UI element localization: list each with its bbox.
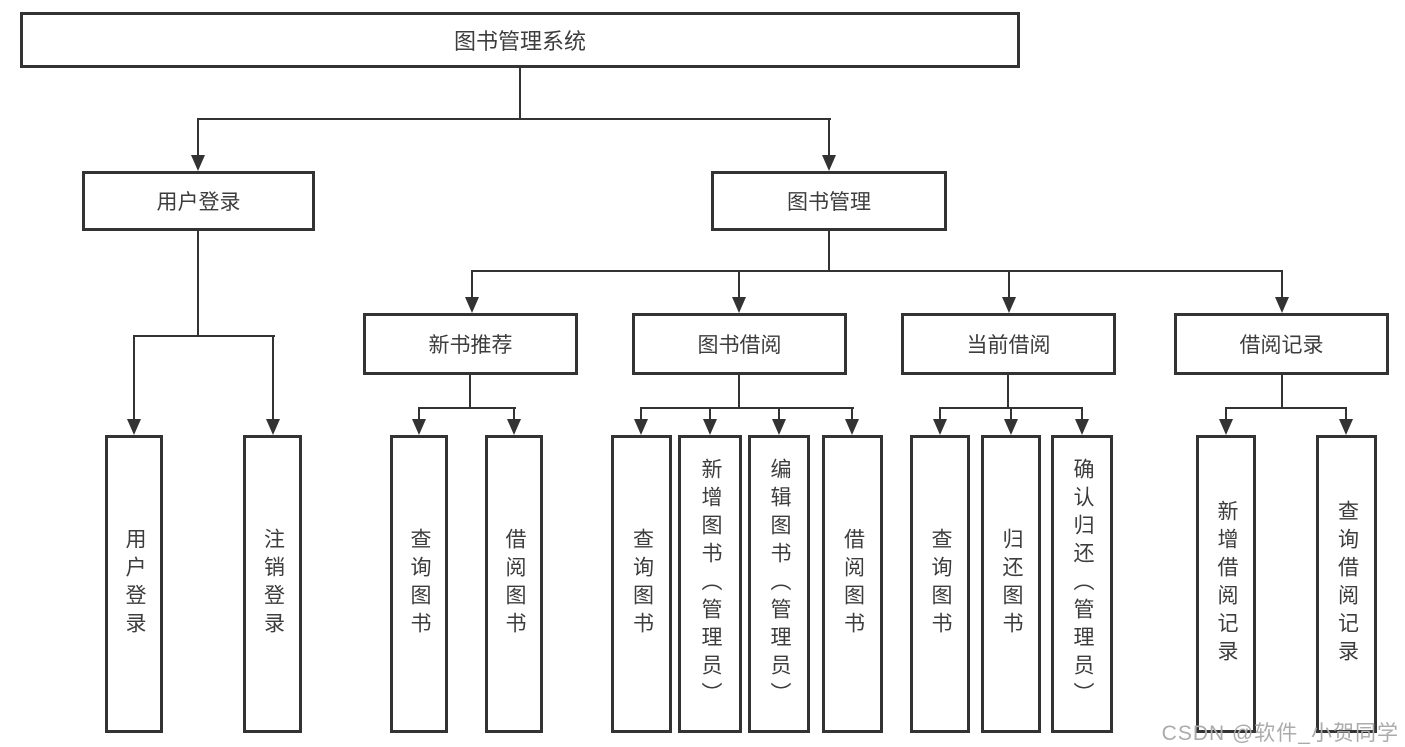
arrow-down-icon	[266, 419, 280, 435]
node-label: 查询图书	[408, 528, 431, 640]
edge-line	[471, 270, 1283, 272]
edge-line	[418, 407, 420, 421]
edge-line	[133, 335, 275, 337]
node-leaf-query-books-current: 查询图书	[910, 435, 970, 733]
node-label: 借阅图书	[503, 528, 526, 640]
node-label: 查询借阅记录	[1335, 500, 1359, 668]
node-borrowing-records: 借阅记录	[1174, 313, 1389, 375]
node-label: 用户登录	[156, 191, 241, 214]
node-label: 图书借阅	[697, 334, 782, 357]
node-user-login: 用户登录	[82, 171, 315, 231]
node-leaf-add-book-admin: 新增图书（管理员）	[678, 435, 742, 733]
arrow-down-icon	[1275, 297, 1289, 313]
edge-line	[418, 407, 516, 409]
edge-line	[197, 118, 199, 157]
edge-line	[272, 335, 274, 421]
arrow-down-icon	[507, 419, 521, 435]
arrow-down-icon	[732, 297, 746, 313]
edge-line	[1225, 407, 1347, 409]
edge-line	[513, 407, 515, 421]
node-leaf-query-borrow-record: 查询借阅记录	[1316, 435, 1377, 733]
node-leaf-add-borrow-record: 新增借阅记录	[1196, 435, 1256, 733]
arrow-down-icon	[845, 419, 859, 435]
edge-line	[197, 231, 199, 337]
edge-line	[1345, 407, 1347, 421]
arrow-down-icon	[1219, 419, 1233, 435]
node-leaf-borrow-books-borrowing: 借阅图书	[822, 435, 883, 733]
arrow-down-icon	[127, 419, 141, 435]
edge-line	[851, 407, 853, 421]
edge-line	[1225, 407, 1227, 421]
arrow-down-icon	[412, 419, 426, 435]
node-leaf-query-books-recommend: 查询图书	[390, 435, 448, 733]
node-root-book-management-system: 图书管理系统	[20, 12, 1020, 68]
node-book-borrowing: 图书借阅	[632, 313, 847, 375]
node-label: 新增图书（管理员）	[699, 458, 722, 710]
node-leaf-edit-book-admin: 编辑图书（管理员）	[748, 435, 810, 733]
node-label: 查询图书	[929, 528, 952, 640]
csdn-watermark: CSDN @软件_小贺同学	[1161, 722, 1399, 745]
arrow-down-icon	[634, 419, 648, 435]
node-label: 编辑图书（管理员）	[768, 458, 791, 710]
edge-line	[640, 407, 642, 421]
edge-line	[133, 335, 135, 421]
node-label: 当前借阅	[966, 334, 1051, 357]
node-label: 图书管理	[787, 191, 871, 214]
node-label: 确认归还（管理员）	[1071, 458, 1094, 710]
node-leaf-return-books: 归还图书	[981, 435, 1041, 733]
node-leaf-borrow-books-recommend: 借阅图书	[485, 435, 543, 733]
arrow-down-icon	[703, 419, 717, 435]
node-leaf-user-login: 用户登录	[105, 435, 163, 733]
node-label: 查询图书	[630, 528, 654, 640]
edge-line	[778, 407, 780, 421]
arrow-down-icon	[1002, 297, 1016, 313]
edge-line	[1281, 270, 1283, 299]
edge-line	[197, 118, 831, 120]
arrow-down-icon	[465, 297, 479, 313]
node-label: 用户登录	[123, 528, 146, 640]
arrow-down-icon	[1004, 419, 1018, 435]
arrow-down-icon	[933, 419, 947, 435]
edge-line	[738, 270, 740, 299]
edge-line	[469, 375, 471, 409]
node-leaf-query-books-borrowing: 查询图书	[611, 435, 672, 733]
node-label: 借阅记录	[1239, 334, 1324, 357]
edge-line	[1008, 270, 1010, 299]
edge-line	[640, 407, 854, 409]
node-label: 归还图书	[1000, 528, 1023, 640]
node-label: 注销登录	[261, 528, 285, 640]
arrow-down-icon	[772, 419, 786, 435]
edge-line	[519, 68, 521, 120]
node-label: 新增借阅记录	[1215, 500, 1238, 668]
edge-line	[939, 407, 941, 421]
edge-line	[1281, 375, 1283, 409]
edge-line	[471, 270, 473, 299]
node-new-book-recommendation: 新书推荐	[363, 313, 578, 375]
edge-line	[709, 407, 711, 421]
node-current-borrowing: 当前借阅	[901, 313, 1116, 375]
node-label: 图书管理系统	[453, 29, 586, 54]
edge-line	[1081, 407, 1083, 421]
edge-line	[828, 118, 830, 157]
node-label: 借阅图书	[841, 528, 865, 640]
arrow-down-icon	[1339, 419, 1353, 435]
arrow-down-icon	[1075, 419, 1089, 435]
edge-line	[1010, 407, 1012, 421]
edge-line	[828, 231, 830, 272]
node-leaf-confirm-return-admin: 确认归还（管理员）	[1051, 435, 1113, 733]
node-label: 新书推荐	[428, 334, 513, 357]
edge-line	[1007, 375, 1009, 409]
node-leaf-logout: 注销登录	[243, 435, 302, 733]
node-book-management: 图书管理	[711, 171, 947, 231]
edge-line	[738, 375, 740, 409]
arrow-down-icon	[191, 155, 205, 171]
arrow-down-icon	[822, 155, 836, 171]
